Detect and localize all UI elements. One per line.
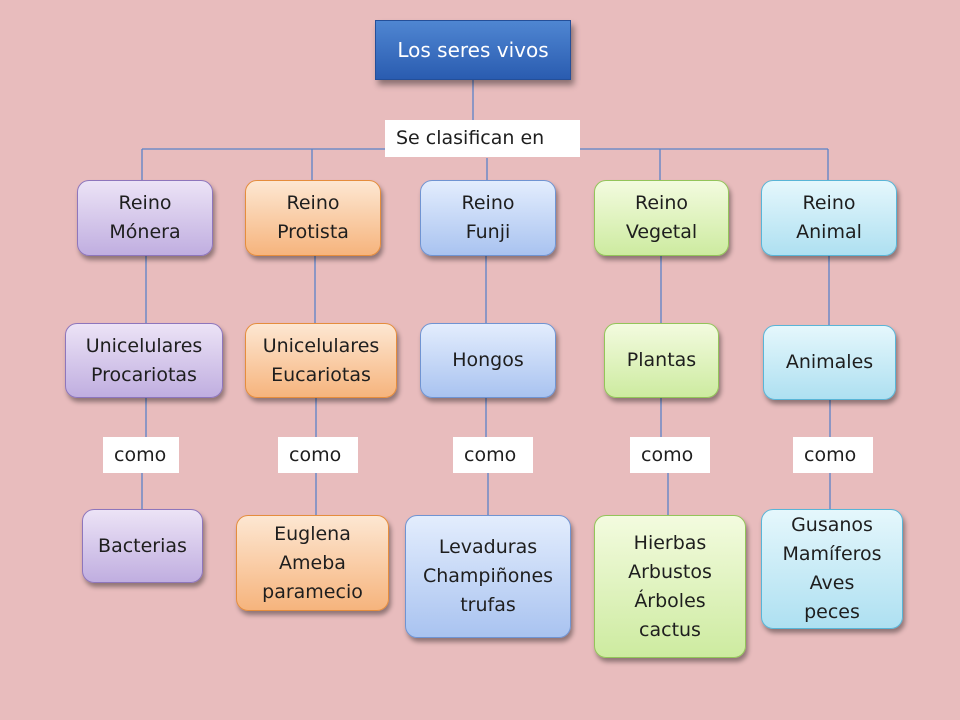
kingdom-protista-line2: Protista <box>277 221 349 243</box>
kingdom-vegetal: Reino Vegetal <box>594 180 729 256</box>
kingdom-monera-line2: Mónera <box>109 221 181 243</box>
kingdom-animal-line2: Animal <box>796 221 862 243</box>
example-item: paramecio <box>262 580 363 603</box>
type-fungi: Hongos <box>420 323 556 398</box>
examples-protista: Euglena Ameba paramecio <box>236 515 389 611</box>
kingdom-protista: Reino Protista <box>245 180 381 256</box>
example-item: Hierbas <box>633 531 707 554</box>
classify-label: Se clasifican en <box>385 120 580 157</box>
como-label-fungi: como <box>453 437 533 473</box>
kingdom-vegetal-line1: Reino <box>635 192 688 214</box>
examples-animal: Gusanos Mamíferos Aves peces <box>761 509 903 629</box>
example-item: peces <box>804 601 860 623</box>
type-monera-line1: Unicelulares <box>85 334 203 357</box>
como-label-protista: como <box>278 437 358 473</box>
example-item: Champiñones <box>422 565 554 587</box>
example-item: Euglena <box>274 522 351 545</box>
type-protista-line1: Unicelulares <box>262 334 380 357</box>
type-vegetal-line1: Plantas <box>626 349 697 371</box>
example-item: cactus <box>639 618 701 641</box>
type-monera-line2: Procariotas <box>91 363 197 386</box>
example-item: Levaduras <box>438 536 538 558</box>
kingdom-animal: Reino Animal <box>761 180 897 256</box>
kingdom-fungi: Reino Funji <box>420 180 556 256</box>
kingdom-protista-line1: Reino <box>286 192 340 214</box>
example-item: Arbustos <box>628 560 712 583</box>
type-protista-line2: Eucariotas <box>271 363 371 386</box>
type-animal-line1: Animales <box>785 351 874 373</box>
kingdom-monera: Reino Mónera <box>77 180 213 256</box>
type-fungi-line1: Hongos <box>452 349 524 371</box>
example-item: Mamíferos <box>782 543 882 565</box>
kingdom-vegetal-line2: Vegetal <box>625 221 698 243</box>
example-item: Ameba <box>279 551 346 574</box>
como-label-animal: como <box>793 437 873 473</box>
como-label-monera: como <box>103 437 179 473</box>
kingdom-fungi-line2: Funji <box>465 221 511 243</box>
example-item: Aves <box>809 572 855 594</box>
kingdom-fungi-line1: Reino <box>461 192 515 214</box>
type-monera: Unicelulares Procariotas <box>65 323 223 398</box>
example-item: trufas <box>460 594 516 616</box>
example-item: Gusanos <box>791 514 873 536</box>
kingdom-monera-line1: Reino <box>118 192 172 214</box>
type-animal: Animales <box>763 325 896 400</box>
example-item: Bacterias <box>98 534 187 557</box>
examples-vegetal: Hierbas Arbustos Árboles cactus <box>594 515 746 658</box>
examples-monera: Bacterias <box>82 509 203 583</box>
type-vegetal: Plantas <box>604 323 719 398</box>
type-protista: Unicelulares Eucariotas <box>245 323 397 398</box>
root-label: Los seres vivos <box>397 37 549 62</box>
example-item: Árboles <box>634 589 706 612</box>
examples-fungi: Levaduras Champiñones trufas <box>405 515 571 638</box>
root-node: Los seres vivos <box>375 20 571 80</box>
como-label-vegetal: como <box>630 437 710 473</box>
kingdom-animal-line1: Reino <box>802 192 856 214</box>
